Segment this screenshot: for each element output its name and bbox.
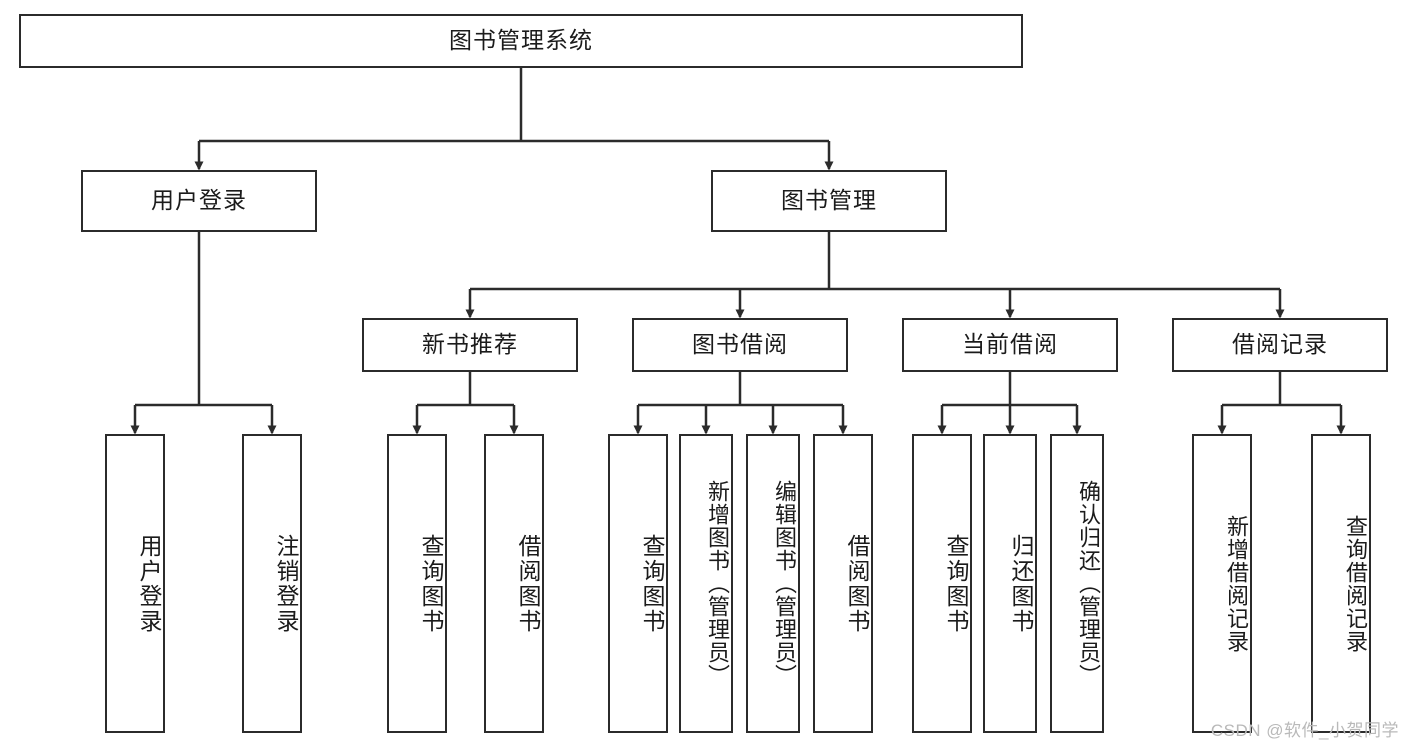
node-l_cu_query[interactable]: 查询图书	[912, 434, 972, 733]
node-bookmgmt[interactable]: 图书管理	[711, 170, 947, 232]
node-l_bk_edit[interactable]: 编辑图书（管理员）	[746, 434, 800, 733]
node-l_bk_borrow[interactable]: 借阅图书	[813, 434, 873, 733]
node-l_cu_return[interactable]: 归还图书	[983, 434, 1037, 733]
node-newbook[interactable]: 新书推荐	[362, 318, 578, 372]
node-l_rc_query[interactable]: 查询借阅记录	[1311, 434, 1371, 733]
node-record[interactable]: 借阅记录	[1172, 318, 1388, 372]
node-l_bk_query[interactable]: 查询图书	[608, 434, 668, 733]
node-l_nb_query[interactable]: 查询图书	[387, 434, 447, 733]
node-current[interactable]: 当前借阅	[902, 318, 1118, 372]
node-l_rc_add[interactable]: 新增借阅记录	[1192, 434, 1252, 733]
node-l_cu_confirm[interactable]: 确认归还（管理员）	[1050, 434, 1104, 733]
node-l_userlogin[interactable]: 用户登录	[105, 434, 165, 733]
node-login[interactable]: 用户登录	[81, 170, 317, 232]
node-root[interactable]: 图书管理系统	[19, 14, 1023, 68]
node-l_nb_borrow[interactable]: 借阅图书	[484, 434, 544, 733]
watermark: CSDN @软件_小贺同学	[1210, 721, 1399, 740]
node-l_logout[interactable]: 注销登录	[242, 434, 302, 733]
node-borrow[interactable]: 图书借阅	[632, 318, 848, 372]
node-l_bk_add[interactable]: 新增图书（管理员）	[679, 434, 733, 733]
